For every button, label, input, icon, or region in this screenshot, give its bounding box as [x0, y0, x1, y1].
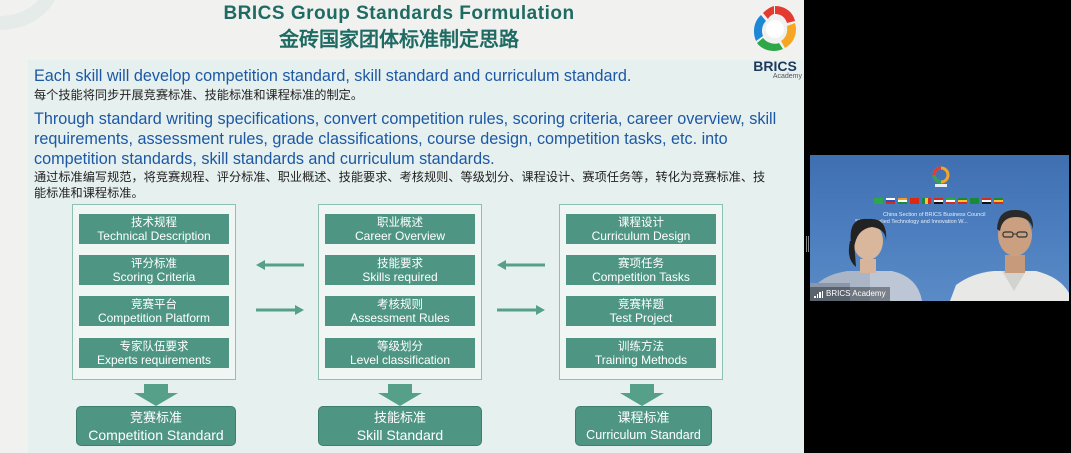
output-label-en: Competition Standard: [88, 427, 224, 443]
video-caption-line-2: Sk...s, Applied Technology and Innovatio…: [855, 219, 968, 225]
logo-name: BRICS: [753, 58, 797, 74]
cell-label-zh: 训练方法: [618, 339, 664, 353]
cell-label-en: Skills required: [362, 270, 438, 284]
arrow-down-icon: [134, 384, 178, 406]
input-cell: 赛项任务 Competition Tasks: [566, 255, 716, 285]
competition-inputs-frame: 技术规程 Technical Description 评分标准 Scoring …: [72, 204, 236, 380]
participant-name: BRICS Academy: [826, 289, 886, 298]
arrow-down-icon: [378, 384, 422, 406]
cell-label-zh: 评分标准: [131, 256, 177, 270]
cell-label-en: Level classification: [349, 353, 451, 367]
cell-label-en: Scoring Criteria: [112, 270, 196, 284]
panel-resize-handle[interactable]: [806, 236, 809, 252]
input-cell: 竞赛样题 Test Project: [566, 296, 716, 326]
participant-1-image: [810, 218, 922, 301]
skill-standard-box: 技能标准 Skill Standard: [318, 406, 482, 446]
cell-label-zh: 赛项任务: [618, 256, 664, 270]
input-cell: 等级划分 Level classification: [325, 338, 475, 368]
output-label-zh: 技能标准: [373, 411, 426, 426]
cell-label-zh: 职业概述: [377, 215, 423, 229]
cell-label-zh: 专家队伍要求: [119, 339, 189, 353]
logo-subtitle: Academy: [772, 73, 802, 80]
brics-logo-icon: [932, 166, 950, 187]
brics-logo: BRICS Academy: [748, 2, 802, 86]
brics-logo-icon: [753, 6, 796, 51]
arrow-left-icon: [497, 260, 545, 270]
cell-label-zh: 竞赛平台: [131, 297, 177, 311]
input-cell: 训练方法 Training Methods: [566, 338, 716, 368]
paragraph-1-zh: 每个技能将同步开展竞赛标准、技能标准和课程标准的制定。: [34, 88, 364, 102]
arrow-right-icon: [497, 305, 545, 315]
arrow-right-icon: [256, 305, 304, 315]
cell-label-en: Technical Description: [97, 229, 211, 243]
competition-standard-box: 竞赛标准 Competition Standard: [76, 406, 236, 446]
input-cell: 评分标准 Scoring Criteria: [79, 255, 229, 285]
curriculum-standard-box: 课程标准 Curriculum Standard: [575, 406, 712, 446]
cell-label-zh: 等级划分: [377, 339, 423, 353]
slide-title-zh: 金砖国家团体标准制定思路: [279, 27, 519, 51]
input-cell: 专家队伍要求 Experts requirements: [79, 338, 229, 368]
cell-label-en: Test Project: [609, 311, 673, 325]
cell-label-zh: 竞赛样题: [618, 297, 664, 311]
cell-label-zh: 课程设计: [618, 215, 664, 229]
paragraph-1-en: Each skill will develop competition stan…: [34, 67, 632, 85]
input-cell: 竞赛平台 Competition Platform: [79, 296, 229, 326]
country-flags: [874, 198, 1003, 206]
cell-label-en: Assessment Rules: [350, 311, 450, 325]
cell-label-en: Competition Platform: [97, 311, 211, 325]
participant-video-tile[interactable]: China Section of BRICS Business Council …: [810, 155, 1069, 301]
output-label-zh: 竞赛标准: [129, 411, 182, 426]
arrow-down-icon: [620, 384, 664, 406]
output-label-en: Curriculum Standard: [586, 428, 701, 442]
cell-label-en: Competition Tasks: [592, 270, 690, 284]
cell-label-en: Curriculum Design: [591, 229, 691, 243]
participant-name-label: BRICS Academy: [810, 287, 890, 301]
shared-slide: BRICS Group Standards Formulation 金砖国家团体…: [0, 0, 804, 453]
cell-label-en: Experts requirements: [96, 353, 212, 367]
cell-label-zh: 技术规程: [131, 215, 177, 229]
paragraph-2-en: Through standard writing specifications,…: [34, 110, 777, 168]
cell-label-zh: 技能要求: [377, 256, 423, 270]
arrow-left-icon: [256, 260, 304, 270]
input-cell: 职业概述 Career Overview: [325, 214, 475, 244]
cell-label-zh: 考核规则: [377, 297, 423, 311]
output-label-en: Skill Standard: [356, 427, 444, 443]
cell-label-en: Training Methods: [594, 353, 688, 367]
cell-label-en: Career Overview: [354, 229, 446, 243]
skill-inputs-frame: 职业概述 Career Overview 技能要求 Skills require…: [318, 204, 482, 380]
curriculum-inputs-frame: 课程设计 Curriculum Design 赛项任务 Competition …: [559, 204, 723, 380]
input-cell: 技能要求 Skills required: [325, 255, 475, 285]
output-label-zh: 课程标准: [617, 411, 670, 426]
input-cell: 技术规程 Technical Description: [79, 214, 229, 244]
input-cell: 课程设计 Curriculum Design: [566, 214, 716, 244]
paragraph-2-zh: 通过标准编写规范，将竞赛规程、评分标准、职业概述、技能要求、考核规则、等级划分、…: [34, 170, 766, 200]
participant-2-image: [950, 209, 1069, 301]
video-caption-line-1: China Section of BRICS Business Council: [883, 212, 986, 218]
signal-icon: [814, 290, 823, 298]
input-cell: 考核规则 Assessment Rules: [325, 296, 475, 326]
slide-title-en: BRICS Group Standards Formulation: [223, 3, 575, 24]
